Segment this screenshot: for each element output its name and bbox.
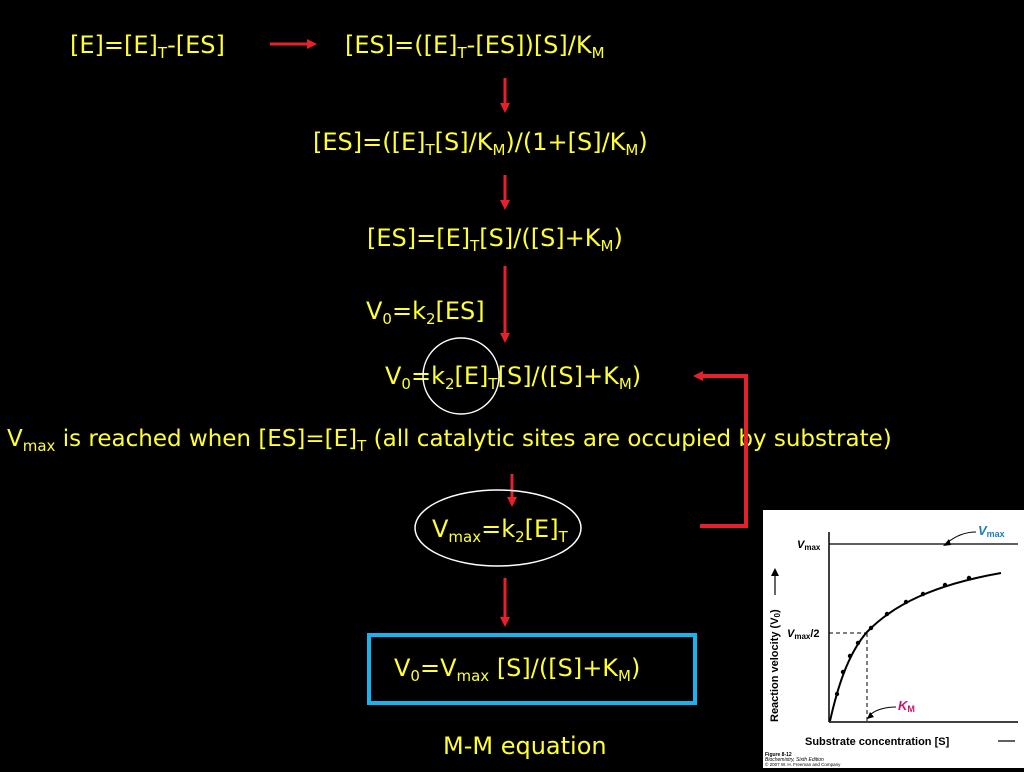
data-point (840, 669, 846, 675)
highlight-ellipse-k2 (422, 337, 500, 415)
saturation-curve-plot: Vmax Vmax/2 Vmax KM Reaction velocity (V… (765, 523, 1018, 767)
data-point (847, 653, 853, 659)
vmax-callout-arrowhead (943, 539, 951, 546)
data-point (855, 640, 861, 646)
figure-footer-book: Biochemistry, Sixth Edition (765, 757, 824, 763)
equation-v0-full: V0=k2[E]T[S]/([S]+KM) (385, 362, 642, 393)
highlight-ellipse-vmax (414, 489, 582, 567)
x-axis-title: Substrate concentration [S] (805, 736, 950, 748)
equation-es-step2: [ES]=([E]T[S]/KM)/(1+[S]/KM) (313, 128, 648, 159)
mm-equation-box (367, 633, 697, 705)
data-point (966, 575, 972, 581)
half-vmax-label: Vmax/2 (787, 628, 820, 641)
km-callout-label: KM (898, 698, 915, 714)
equation-vmax: Vmax=k2[E]T (432, 515, 568, 546)
vmax-axis-label: Vmax (797, 539, 821, 552)
figure-footer-copyright: © 2007 W. H. Freeman and Company (765, 761, 841, 767)
y-axis-title: Reaction velocity (V0) (769, 609, 782, 722)
equation-v0-es: V0=k2[ES] (366, 297, 485, 328)
data-point (884, 611, 890, 617)
mm-equation-caption: M-M equation (443, 732, 607, 760)
equation-michaelis-menten: V0=Vmax [S]/([S]+KM) (394, 654, 641, 685)
km-callout-line (869, 706, 897, 716)
data-point (868, 625, 874, 631)
km-callout-arrowhead (867, 712, 874, 719)
data-point (834, 691, 840, 697)
saturation-curve (829, 572, 1002, 722)
equation-es-step3: [ES]=[E]T[S]/([S]+KM) (367, 224, 623, 255)
vmax-statement: Vmax is reached when [ES]=[E]T (all cata… (7, 426, 892, 455)
vmax-callout-line (946, 531, 977, 544)
data-point (903, 599, 909, 605)
arrow-feedback (693, 371, 748, 528)
data-point (942, 582, 948, 588)
vmax-callout-label: Vmax (978, 523, 1005, 539)
data-point (920, 591, 926, 597)
michaelis-menten-figure: Vmax Vmax/2 Vmax KM Reaction velocity (V… (763, 510, 1024, 768)
y-axis-arrowhead (771, 568, 779, 576)
equation-e-total: [E]=[E]T-[ES] (70, 31, 225, 62)
figure-footer-number: Figure 8-12 (765, 752, 792, 758)
equation-es-step1: [ES]=([E]T-[ES])[S]/KM (345, 31, 605, 62)
